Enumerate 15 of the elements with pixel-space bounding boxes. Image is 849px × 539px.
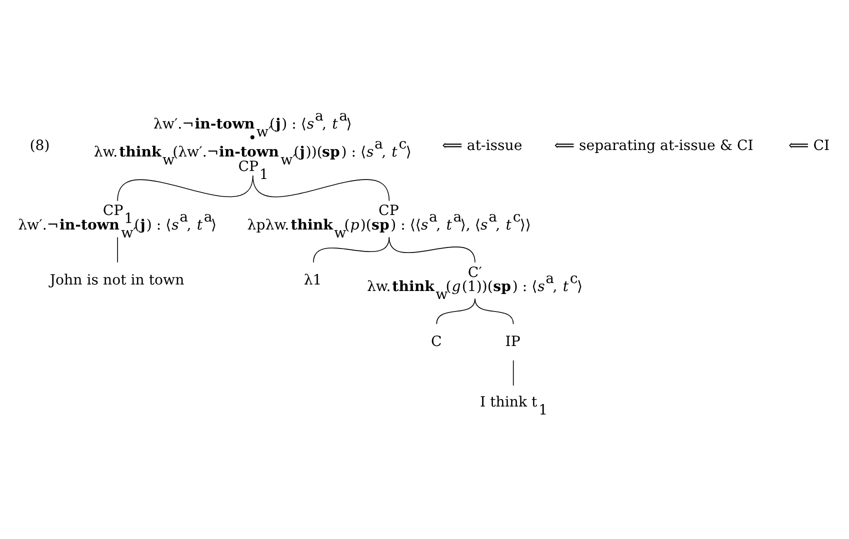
label: (8)	[30, 138, 50, 154]
connector	[474, 298, 514, 324]
label: ⟸ separating at-issue & CI	[554, 138, 754, 154]
label: ⟸ CI	[788, 138, 830, 154]
node-text: λ1	[304, 272, 322, 288]
connector	[313, 236, 390, 263]
connector	[117, 236, 118, 263]
connector	[252, 175, 390, 202]
node-text: IP	[505, 334, 520, 350]
connector	[512, 360, 514, 386]
node-text: C	[431, 334, 442, 350]
label: ⟸ at-issue	[442, 138, 522, 154]
node-text: John is not in town	[50, 272, 184, 288]
connector	[436, 298, 476, 324]
connector	[388, 236, 476, 263]
